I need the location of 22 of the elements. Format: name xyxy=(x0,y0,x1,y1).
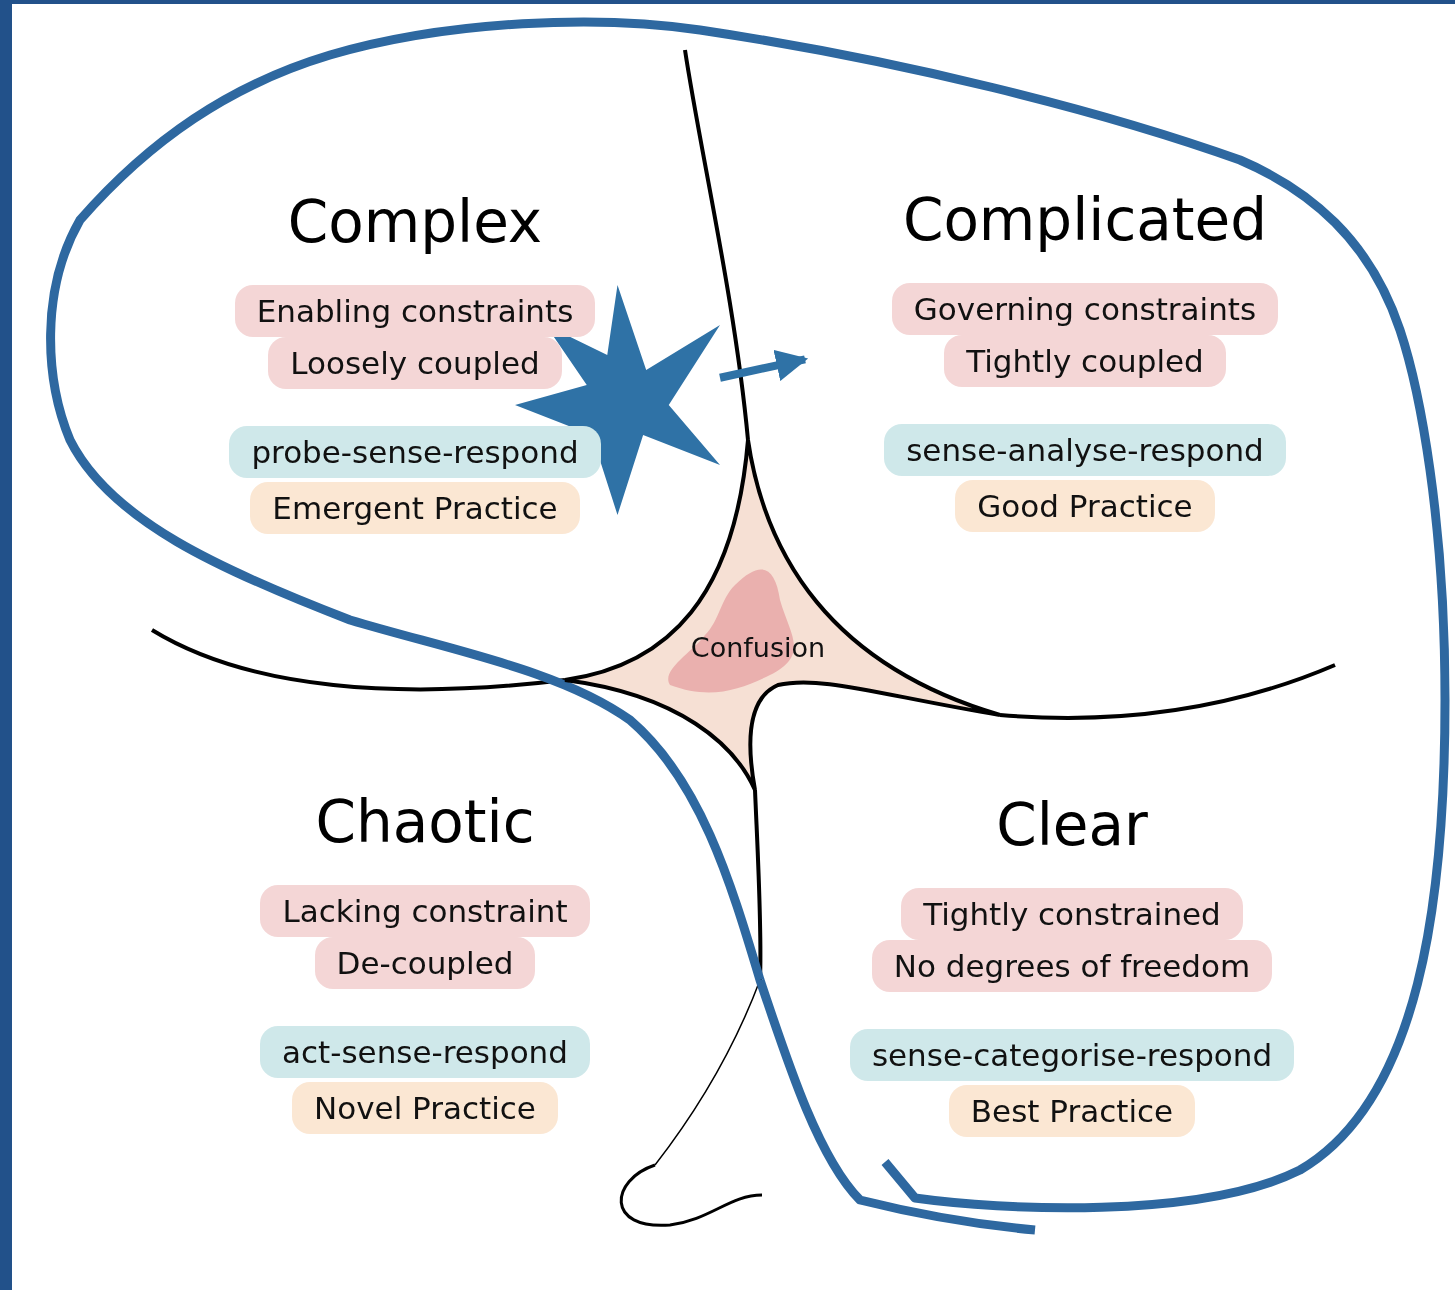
highlighted-text: Good Practice xyxy=(955,480,1215,532)
highlighted-text: sense-analyse-respond xyxy=(884,424,1286,476)
domain-label: Confusion xyxy=(690,631,826,663)
highlighted-text: Loosely coupled xyxy=(268,337,562,389)
highlighted-text: probe-sense-respond xyxy=(229,426,601,478)
domain-title: Complicated xyxy=(902,185,1268,255)
highlighted-text: Tightly coupled xyxy=(944,335,1226,387)
domain-title: Complex xyxy=(287,187,543,257)
highlighted-text: Best Practice xyxy=(948,1085,1196,1137)
arrow xyxy=(719,349,809,382)
highlighted-text: Lacking constraint xyxy=(260,885,590,937)
highlighted-text: Novel Practice xyxy=(292,1082,558,1134)
highlighted-text: No degrees of freedom xyxy=(871,940,1273,992)
highlighted-text: Enabling constraints xyxy=(234,285,596,337)
highlighted-text: De-coupled xyxy=(314,937,536,989)
domain-title: Clear xyxy=(996,790,1148,860)
highlighted-text: Governing constraints xyxy=(891,283,1279,335)
highlighted-text: Emergent Practice xyxy=(250,482,580,534)
highlighted-text: act-sense-respond xyxy=(260,1026,590,1078)
domain-title: Chaotic xyxy=(315,787,535,857)
highlighted-text: Tightly constrained xyxy=(901,888,1243,940)
highlighted-text: sense-categorise-respond xyxy=(849,1029,1295,1081)
